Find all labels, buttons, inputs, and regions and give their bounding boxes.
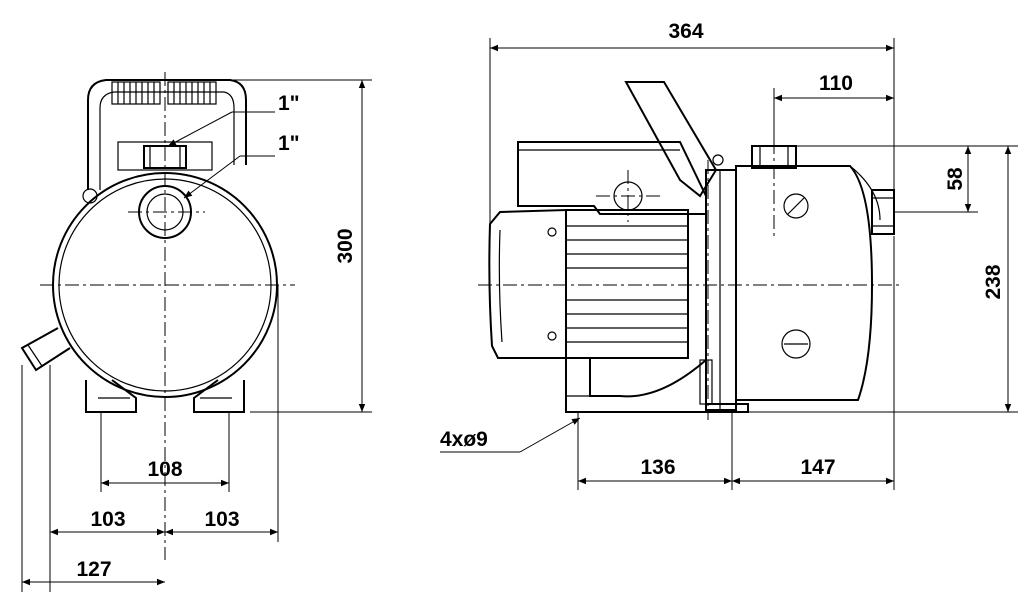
front-thread-top-label: 1" bbox=[278, 92, 300, 115]
side-inlet-length-label: 147 bbox=[800, 456, 835, 479]
front-right-half-label: 103 bbox=[204, 508, 239, 531]
front-dimensions: 1" 1" 300 108 103 103 127 bbox=[21, 79, 372, 592]
front-foot-spacing-label: 108 bbox=[147, 458, 182, 481]
front-thread-side-label: 1" bbox=[278, 132, 300, 155]
side-inlet-height-label: 238 bbox=[982, 264, 1005, 299]
side-outlet-height-label: 58 bbox=[944, 167, 967, 191]
side-view bbox=[478, 81, 900, 420]
side-foot-length-label: 136 bbox=[640, 456, 675, 479]
side-dimensions: 364 110 58 238 4xø9 136 147 bbox=[440, 20, 1018, 490]
front-height-label: 300 bbox=[334, 228, 357, 263]
side-outlet-offset-label: 110 bbox=[819, 72, 853, 95]
side-foot-holes-label: 4xø9 bbox=[440, 428, 488, 451]
front-left-half-label: 103 bbox=[90, 508, 125, 531]
front-left-extent-label: 127 bbox=[76, 558, 111, 581]
side-total-length-label: 364 bbox=[668, 20, 703, 43]
front-view bbox=[20, 72, 295, 560]
